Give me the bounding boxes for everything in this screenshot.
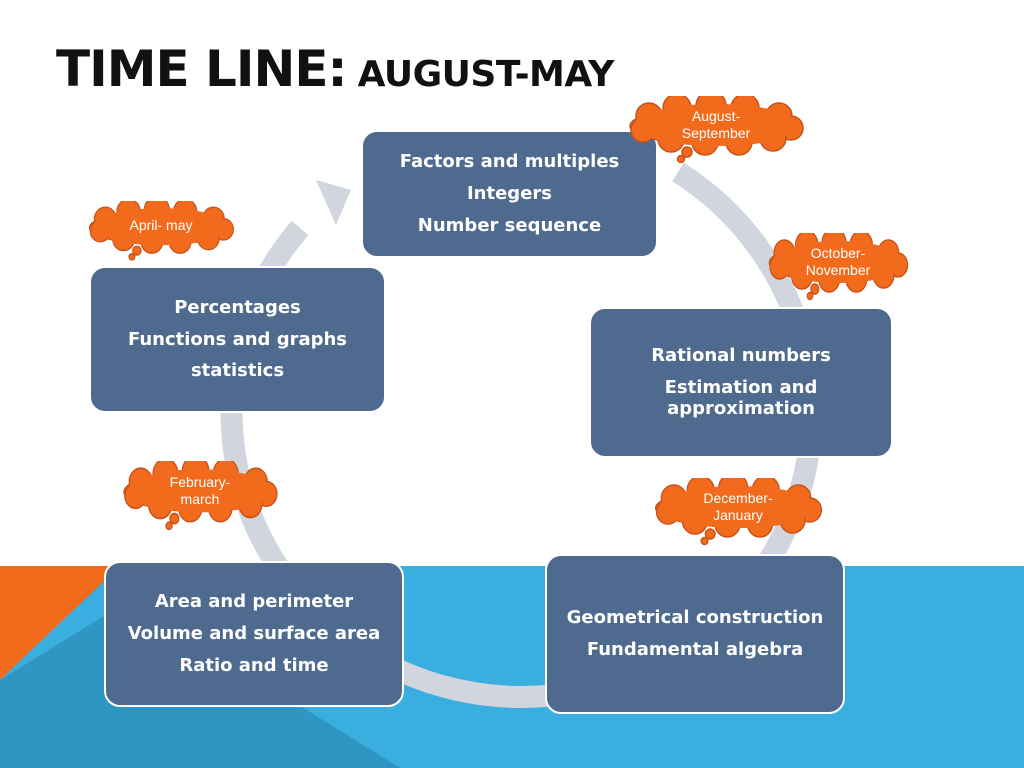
stage-line: Functions and graphs bbox=[127, 328, 348, 350]
period-line: December- bbox=[703, 490, 773, 507]
stage-line: Fundamental algebra bbox=[586, 639, 804, 660]
period-cloud-1: August- September bbox=[620, 96, 812, 166]
period-cloud-2: October- November bbox=[762, 233, 914, 303]
stage-line: Integers bbox=[466, 183, 552, 205]
title-subtitle: AUGUST-MAY bbox=[357, 54, 615, 95]
stage-line: Ratio and time bbox=[179, 654, 329, 676]
cloud-shape bbox=[629, 96, 804, 164]
period-cloud-5: April- may bbox=[82, 201, 240, 263]
period-line: November bbox=[805, 262, 871, 278]
period-label: April- may bbox=[82, 201, 240, 249]
stage-line: Geometrical construction bbox=[566, 607, 824, 629]
cloud-shape bbox=[768, 233, 909, 301]
period-line: September bbox=[681, 125, 751, 141]
stage-line: Estimation and approximation bbox=[664, 376, 818, 420]
period-line: April- may bbox=[129, 216, 193, 233]
stage-box-1: Factors and multiples Integers Number se… bbox=[361, 130, 658, 258]
period-label: October- November bbox=[762, 233, 914, 291]
stage-line: Percentages bbox=[174, 296, 301, 318]
stage-line: Number sequence bbox=[417, 214, 602, 236]
period-label: August- September bbox=[620, 96, 812, 154]
orange-band bbox=[0, 566, 120, 680]
period-cloud-4: February- march bbox=[116, 461, 284, 533]
title-main: TIME LINE: bbox=[56, 40, 347, 98]
stage-line: Rational numbers bbox=[651, 344, 831, 366]
stage-line: statistics bbox=[190, 360, 285, 382]
stage-line: Volume and surface area bbox=[127, 623, 381, 645]
stage-line: Factors and multiples bbox=[399, 151, 620, 173]
slide-title: TIME LINE: AUGUST-MAY bbox=[56, 44, 614, 94]
stage-line: Area and perimeter bbox=[154, 591, 354, 613]
period-line: march bbox=[180, 491, 220, 507]
period-line: August- bbox=[691, 108, 741, 125]
cycle-arrowhead bbox=[316, 180, 351, 225]
stage-box-3: Geometrical construction Fundamental alg… bbox=[545, 554, 845, 714]
cloud-shape bbox=[123, 461, 278, 531]
period-line: January bbox=[713, 507, 763, 523]
stage-box-4: Area and perimeter Volume and surface ar… bbox=[104, 561, 404, 707]
stage-box-5: Percentages Functions and graphs statist… bbox=[89, 266, 386, 413]
period-label: December- January bbox=[647, 478, 829, 536]
period-line: February- bbox=[169, 474, 231, 491]
period-cloud-3: December- January bbox=[647, 478, 829, 548]
period-line: October- bbox=[810, 245, 866, 262]
stage-box-2: Rational numbers Estimation and approxim… bbox=[589, 307, 893, 458]
cloud-shape bbox=[654, 478, 823, 546]
cloud-shape bbox=[88, 201, 234, 261]
period-label: February- march bbox=[116, 461, 284, 521]
